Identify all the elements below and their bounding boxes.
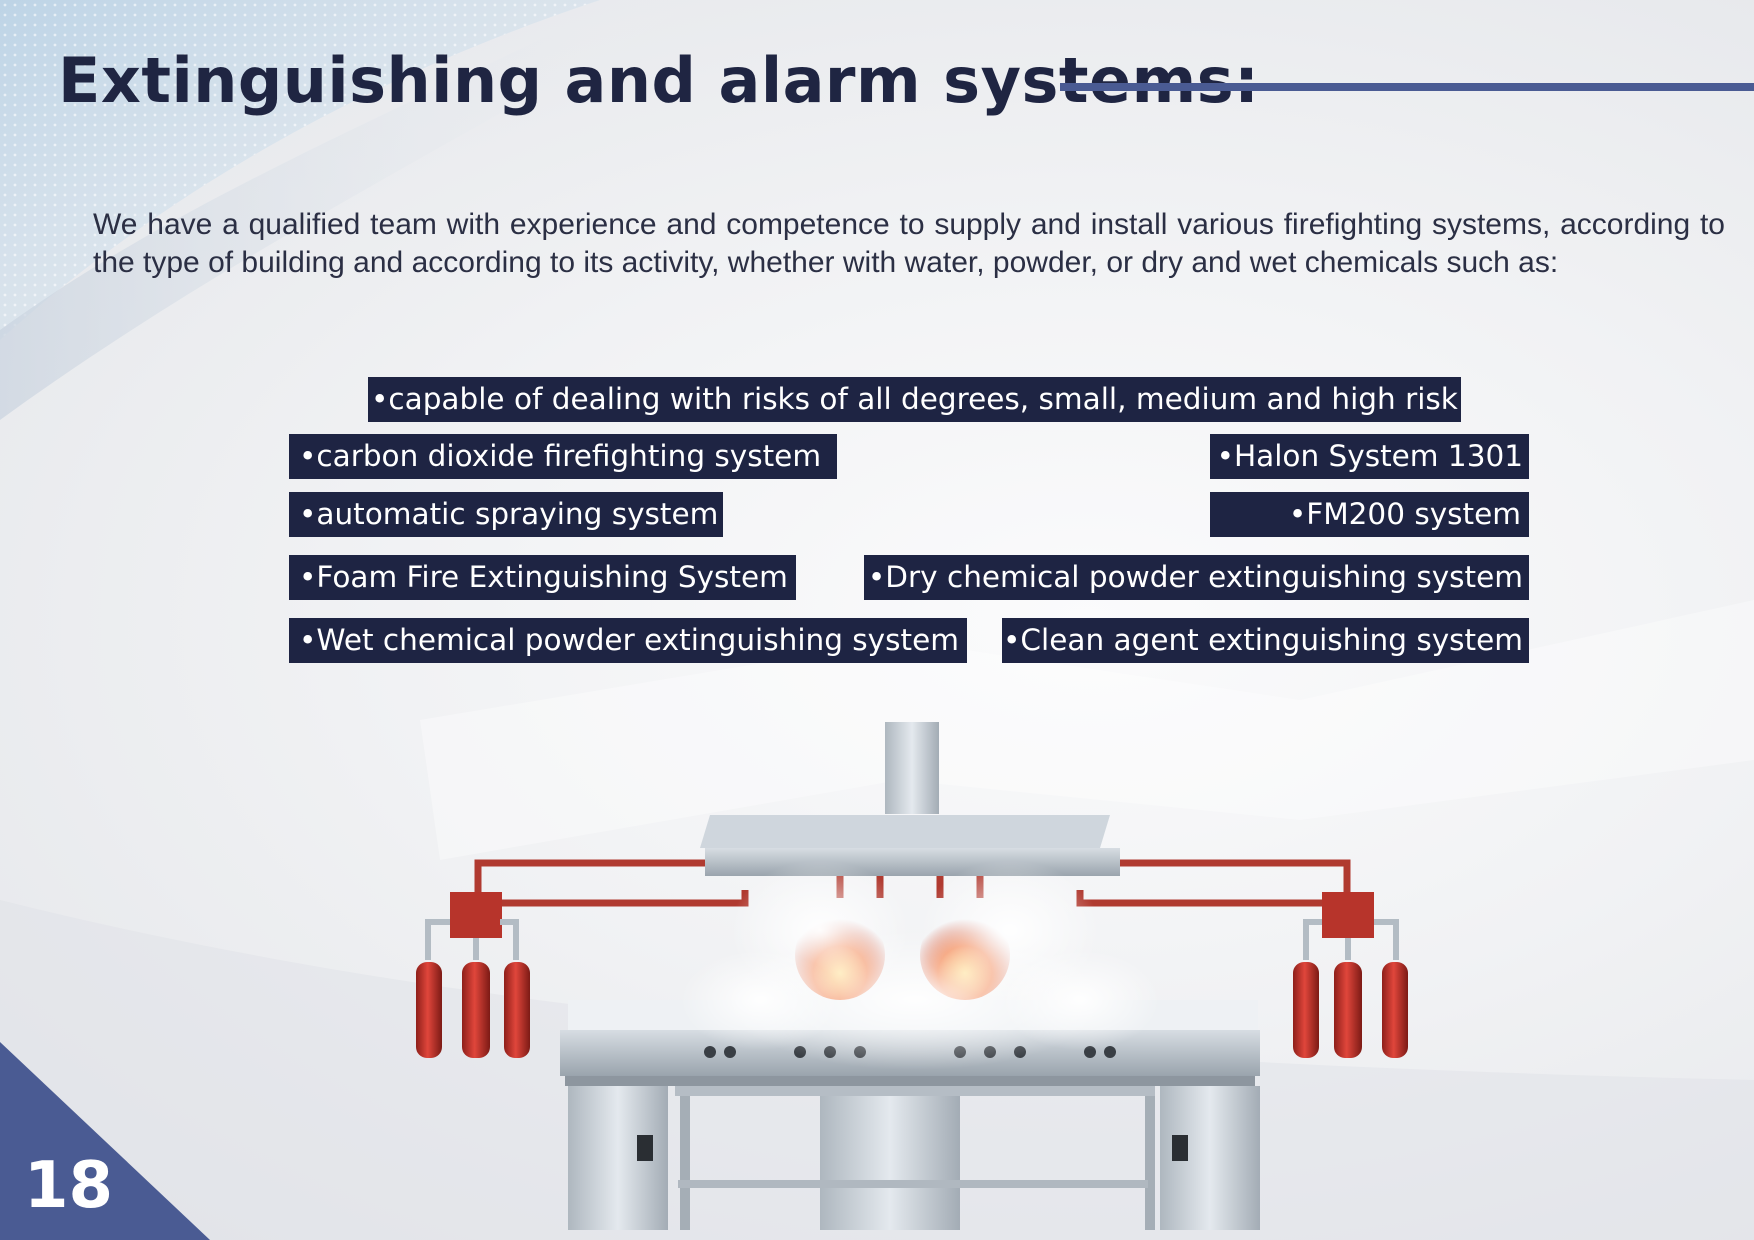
extinguisher-cylinders-left	[416, 962, 530, 1058]
tag-foam-system: •Foam Fire Extinguishing System	[289, 555, 796, 600]
exhaust-duct	[885, 722, 939, 814]
exhaust-hood	[700, 815, 1110, 848]
control-box-left	[450, 892, 502, 938]
intro-paragraph: We have a qualified team with experience…	[93, 208, 1725, 279]
tag-clean-agent-system: •Clean agent extinguishing system	[1002, 618, 1529, 663]
corner-triangle	[0, 1042, 210, 1240]
page-title: Extinguishing and alarm systems:	[58, 44, 1260, 117]
tag-risk-levels: •capable of dealing with risks of all de…	[368, 377, 1461, 422]
title-divider	[1060, 83, 1754, 91]
tag-spraying-system: •automatic spraying system	[289, 492, 723, 537]
kitchen-suppression-illustration	[416, 722, 1408, 1230]
tag-dry-chemical-system: •Dry chemical powder extinguishing syste…	[864, 555, 1529, 600]
tag-wet-chemical-system: •Wet chemical powder extinguishing syste…	[289, 618, 967, 663]
suppression-smoke	[680, 860, 1160, 1070]
tag-co2-system: •carbon dioxide firefighting system	[289, 434, 837, 479]
control-box-right	[1322, 892, 1374, 938]
tag-halon-system: •Halon System 1301	[1210, 434, 1529, 479]
extinguisher-cylinders-right	[1293, 962, 1408, 1058]
page-number: 18	[24, 1149, 114, 1223]
tag-fm200-system: •FM200 system	[1210, 492, 1529, 537]
